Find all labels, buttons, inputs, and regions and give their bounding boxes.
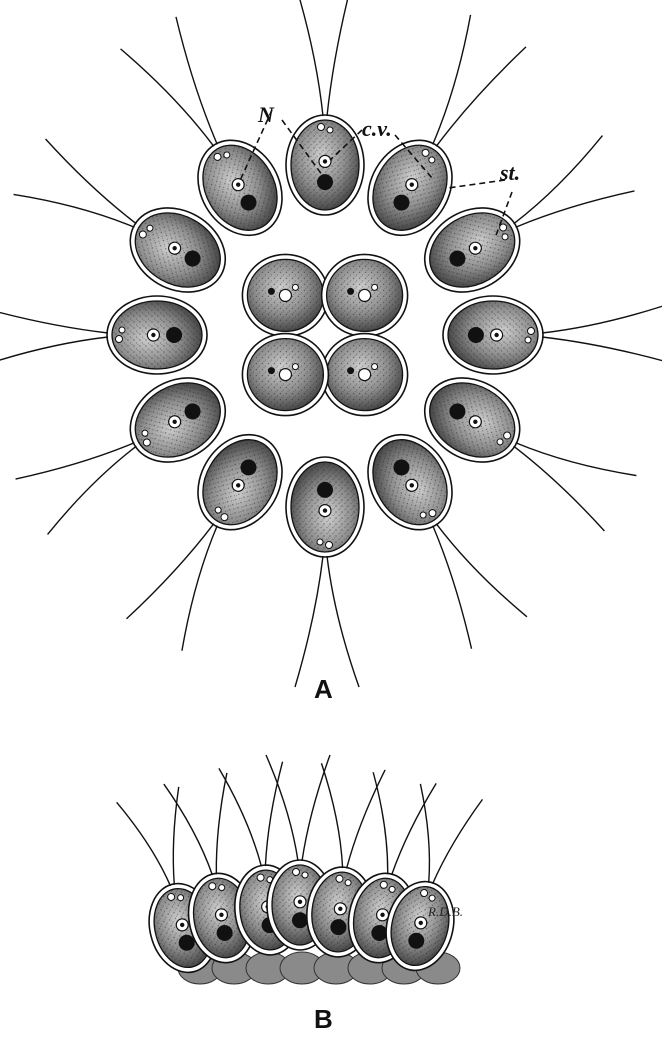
colony-side-view <box>117 755 486 984</box>
flagellum <box>327 556 359 687</box>
vacuole <box>359 369 371 381</box>
flagellum <box>398 784 452 883</box>
flagellum <box>117 795 171 894</box>
artist-signature: R.D.B. <box>427 904 463 919</box>
contractile-vacuole-label: c.v. <box>362 116 392 141</box>
contractile-vacuole <box>302 872 308 878</box>
flagellum <box>347 767 386 871</box>
flagellum <box>32 139 151 224</box>
colony-top-view <box>0 0 662 687</box>
flagellum <box>16 419 135 504</box>
pyrenoid <box>468 327 484 343</box>
nucleolus <box>151 333 155 337</box>
flagellum <box>14 167 135 255</box>
granule <box>372 284 378 290</box>
stigma-dot <box>268 288 275 295</box>
flagellum <box>32 446 153 534</box>
contractile-vacuole <box>317 539 323 545</box>
granule <box>372 364 378 370</box>
pyrenoid <box>317 482 333 498</box>
panel-label-a: A <box>314 674 333 704</box>
flagellum <box>500 446 619 531</box>
flagellum <box>433 793 483 891</box>
flagellum <box>311 763 353 868</box>
nucleolus <box>494 333 498 337</box>
nucleus-label: N <box>257 102 275 127</box>
cell <box>286 0 364 215</box>
cell <box>322 254 408 336</box>
pyrenoid <box>166 327 182 343</box>
cell <box>322 334 408 416</box>
contractile-vacuole <box>326 542 333 549</box>
pyrenoid <box>317 174 333 190</box>
contractile-vacuole <box>257 874 265 882</box>
flagellum <box>516 167 635 252</box>
contractile-vacuole <box>327 127 333 133</box>
flagellum <box>154 526 245 651</box>
stigma-dot <box>347 288 354 295</box>
contractile-vacuole <box>293 869 300 876</box>
cell <box>0 296 207 374</box>
flagellum <box>266 755 298 861</box>
flagellum <box>164 779 213 881</box>
cell <box>443 296 662 374</box>
vacuole <box>279 289 291 301</box>
stigma-label: st. <box>499 160 520 185</box>
cell <box>286 457 364 687</box>
flagellum <box>0 305 108 333</box>
flagellum <box>291 0 323 116</box>
flagellum <box>0 337 108 369</box>
nucleolus <box>323 159 327 163</box>
flagellum <box>302 755 330 861</box>
flagellum <box>516 415 637 503</box>
contractile-vacuole <box>119 327 125 333</box>
stigma-dot <box>347 367 354 374</box>
flagellum <box>152 787 202 885</box>
flagellum <box>295 556 323 687</box>
stigma-dot <box>268 367 275 374</box>
cell <box>242 254 328 336</box>
cell <box>242 334 328 416</box>
contractile-vacuole <box>336 875 344 883</box>
nucleolus <box>298 900 302 904</box>
contractile-vacuole <box>525 337 531 343</box>
contractile-vacuole <box>218 884 225 891</box>
panel-label-b: B <box>314 1004 333 1034</box>
vacuole <box>279 369 291 381</box>
contractile-vacuole <box>389 886 396 893</box>
flagellum <box>219 765 261 870</box>
granule <box>292 364 298 370</box>
flagellum <box>327 0 355 116</box>
vacuole <box>359 289 371 301</box>
nucleolus <box>323 508 327 512</box>
contractile-vacuole <box>528 328 535 335</box>
contractile-vacuole <box>318 124 325 131</box>
pyrenoid <box>292 912 308 928</box>
contractile-vacuole <box>345 879 352 886</box>
flagellum <box>405 15 498 144</box>
contractile-vacuole <box>116 336 123 343</box>
granule <box>292 284 298 290</box>
flagellum <box>542 337 662 365</box>
flagellum <box>542 301 662 333</box>
